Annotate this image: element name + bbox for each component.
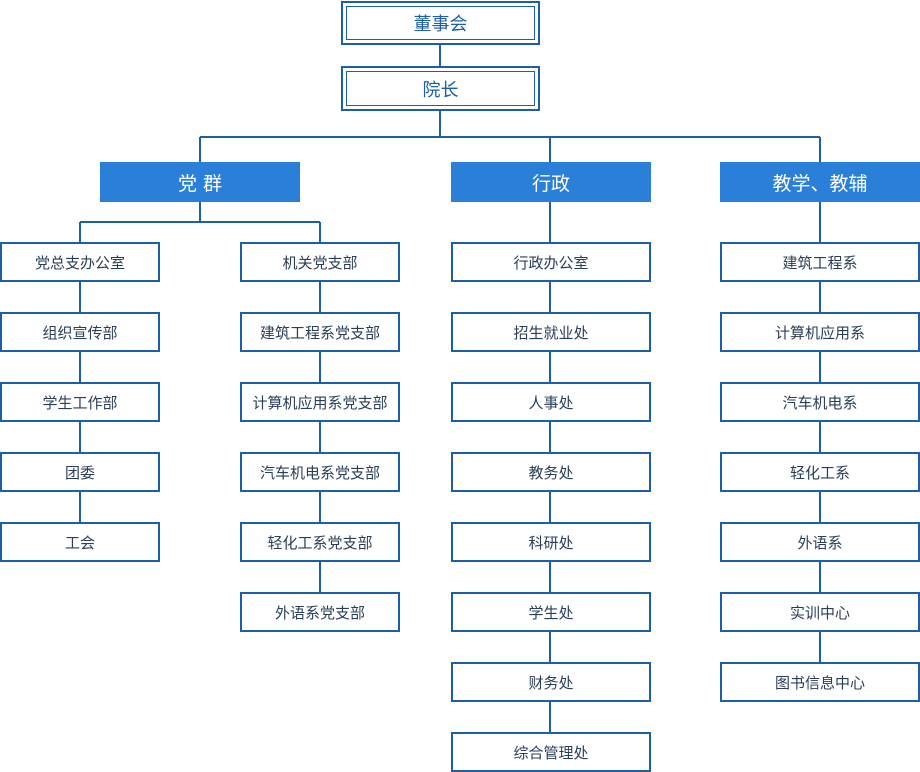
teaching-item: 汽车机电系 xyxy=(720,382,920,422)
admin-item: 综合管理处 xyxy=(451,732,651,772)
admin-item: 行政办公室 xyxy=(451,242,651,282)
party-right-item: 汽车机电系党支部 xyxy=(240,452,400,492)
teaching-item: 轻化工系 xyxy=(720,452,920,492)
party-left-item: 工会 xyxy=(0,522,160,562)
party-right-item: 轻化工系党支部 xyxy=(240,522,400,562)
board-label: 董事会 xyxy=(346,6,535,40)
admin-item: 财务处 xyxy=(451,662,651,702)
admin-item: 教务处 xyxy=(451,452,651,492)
admin-item: 学生处 xyxy=(451,592,651,632)
teaching-item: 实训中心 xyxy=(720,592,920,632)
admin-item: 人事处 xyxy=(451,382,651,422)
board-node: 董事会 xyxy=(341,1,540,45)
teaching-item: 图书信息中心 xyxy=(720,662,920,702)
party-left-item: 组织宣传部 xyxy=(0,312,160,352)
teaching-item: 计算机应用系 xyxy=(720,312,920,352)
party-right-item: 外语系党支部 xyxy=(240,592,400,632)
party-right-item: 计算机应用系党支部 xyxy=(240,382,400,422)
party-left-item: 学生工作部 xyxy=(0,382,160,422)
party-right-item: 机关党支部 xyxy=(240,242,400,282)
teaching-item: 建筑工程系 xyxy=(720,242,920,282)
party-left-item: 团委 xyxy=(0,452,160,492)
teaching-item: 外语系 xyxy=(720,522,920,562)
party-left-item: 党总支办公室 xyxy=(0,242,160,282)
category-teaching: 教学、教辅 xyxy=(720,162,920,202)
admin-item: 科研处 xyxy=(451,522,651,562)
admin-item: 招生就业处 xyxy=(451,312,651,352)
category-party: 党 群 xyxy=(100,162,300,202)
party-right-item: 建筑工程系党支部 xyxy=(240,312,400,352)
category-admin: 行政 xyxy=(451,162,651,202)
president-node: 院长 xyxy=(341,66,540,111)
president-label: 院长 xyxy=(346,71,535,106)
